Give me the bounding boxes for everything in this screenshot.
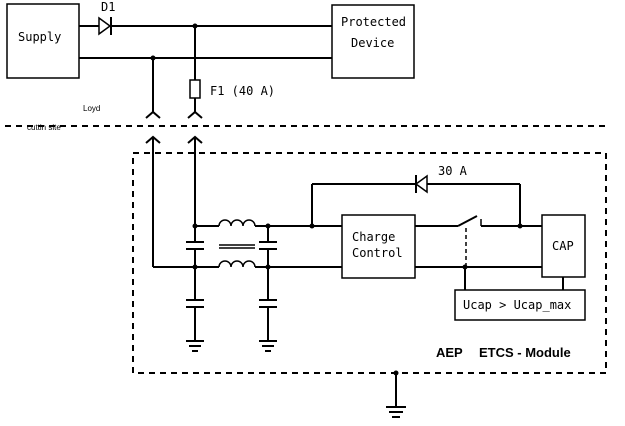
return-branch	[145, 58, 161, 119]
capacitor-icon	[186, 226, 204, 267]
module-connector-right	[187, 135, 203, 226]
comparator-block: Ucap > Ucap_max	[454, 267, 586, 321]
diode-d1-icon	[98, 16, 112, 36]
diode-30a-icon	[414, 174, 428, 194]
module-boundary	[132, 152, 607, 374]
fuse-label: F1 (40 A)	[210, 84, 275, 98]
fuse-icon	[189, 79, 201, 99]
protected-device-label-line2: Device	[351, 36, 394, 50]
charge-control-label-line1: Charge	[352, 230, 395, 244]
ground-icon	[259, 340, 277, 352]
charge-control-label-line2: Control	[352, 246, 403, 260]
cuttin-site-label: cuttin site	[27, 123, 61, 132]
loyd-label: Loyd	[83, 104, 100, 113]
module-connector-left	[145, 135, 161, 267]
diode-30a-label: 30 A	[438, 164, 468, 178]
diode-d1-label: D1	[101, 0, 115, 14]
ground-icon	[186, 340, 204, 352]
fuse-branch	[187, 26, 203, 119]
protected-device-block: Protected Device	[331, 4, 415, 79]
comparator-label: Ucap > Ucap_max	[463, 298, 571, 312]
module-ground	[386, 370, 406, 418]
switch-icon	[415, 215, 542, 227]
supply-block: Supply	[6, 3, 80, 79]
bypass-path	[311, 183, 521, 226]
cap-block: CAP	[541, 214, 586, 278]
negative-rail	[153, 260, 342, 268]
cap-label: CAP	[552, 239, 574, 253]
capacitor-icon	[259, 226, 277, 267]
supply-label: Supply	[18, 30, 61, 44]
capacitor-to-ground-right	[259, 267, 277, 340]
module-name-label: ETCS - Module	[479, 345, 571, 360]
module-aep-label: AEP	[436, 345, 463, 360]
protected-device-label-line1: Protected	[341, 15, 406, 29]
capacitor-to-ground-left	[186, 267, 204, 340]
charge-control-block: Charge Control	[341, 214, 416, 279]
